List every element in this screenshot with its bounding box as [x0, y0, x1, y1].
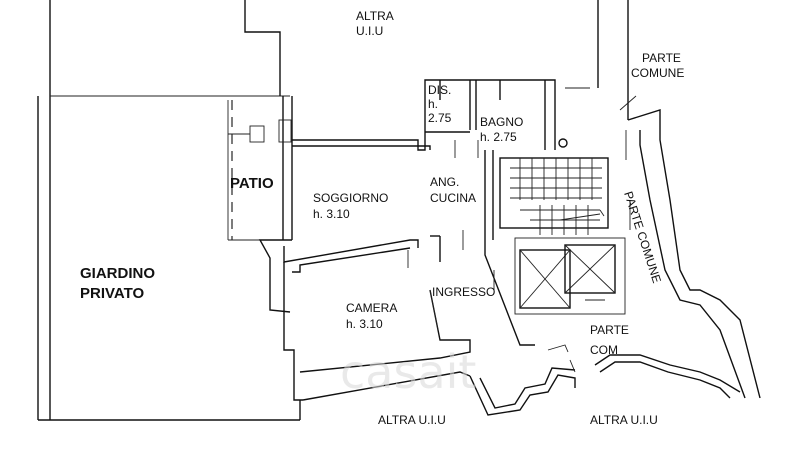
label-dis: DIS. h. 2.75: [428, 83, 455, 125]
label-ang-cucina: ANG. CUCINA: [430, 175, 476, 205]
label-parte-comune-top: PARTE COMUNE: [631, 51, 684, 80]
label-altra-top: ALTRA U.I.U: [356, 9, 396, 38]
label-camera: CAMERA h. 3.10: [346, 301, 400, 331]
label-soggiorno: SOGGIORNO h. 3.10: [313, 191, 392, 221]
label-patio: PATIO: [230, 175, 274, 192]
label-ingresso: INGRESSO: [432, 285, 495, 299]
label-altra-bottom-left: ALTRA U.I.U: [378, 413, 446, 427]
common-area-walls: [547, 87, 761, 399]
drain-symbol: [558, 138, 568, 148]
label-bagno: BAGNO h. 2.75: [480, 115, 527, 144]
patio-area: [227, 96, 293, 241]
label-giardino: GIARDINO PRIVATO: [80, 265, 159, 302]
apartment-walls: [258, 79, 576, 420]
stair-core: [499, 157, 626, 315]
label-parte-com-bottom: PARTE COM: [590, 323, 632, 357]
watermark: casait: [340, 345, 476, 399]
label-altra-bottom-right: ALTRA U.I.U: [590, 413, 658, 427]
lot-boundary: [37, 0, 629, 421]
